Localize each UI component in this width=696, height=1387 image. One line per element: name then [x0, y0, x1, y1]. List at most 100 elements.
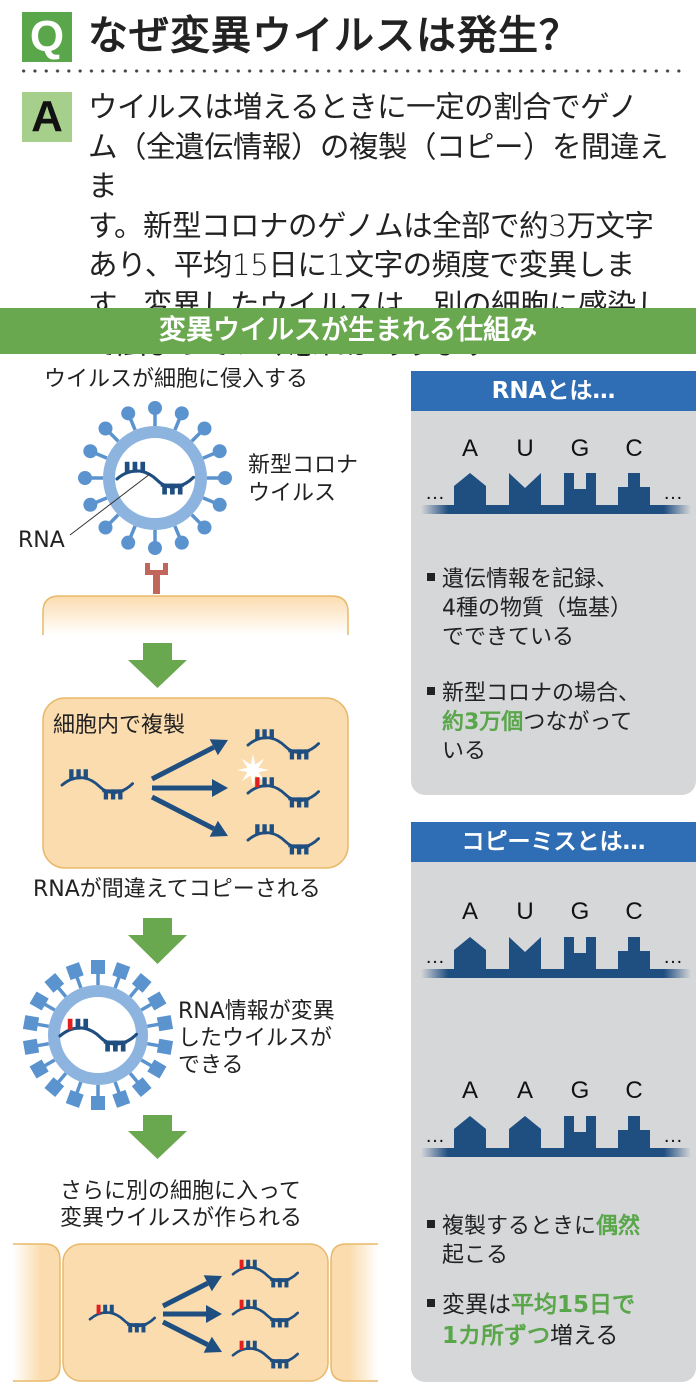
mutant-label-line1: RNA情報が変異 — [178, 999, 335, 1024]
spike-head — [148, 401, 162, 415]
rna-strand-icon — [88, 1304, 157, 1333]
spike-head — [44, 973, 65, 993]
spike-head — [98, 520, 113, 535]
rna-strand-icon — [60, 769, 134, 800]
down-arrow-icon — [128, 643, 187, 688]
spike-stem — [113, 975, 122, 989]
spike-stem — [56, 1072, 68, 1085]
down-arrow-icon — [128, 1115, 187, 1159]
base-A-shape — [509, 1116, 541, 1149]
rna-strand-after: …… — [421, 1116, 691, 1157]
virus-label-line1: 新型コロナ — [248, 453, 359, 478]
rna-panel: RNAとは… A U G C …… 遺伝情報を記録、 4種の物質（塩基） ででき… — [411, 371, 696, 795]
base-C-shape — [618, 1116, 650, 1149]
base-U-shape — [509, 473, 541, 506]
spike-head — [212, 497, 227, 512]
base-letter: G — [570, 1077, 590, 1104]
spike-stem — [140, 1001, 154, 1012]
rna-bullet-2: 新型コロナの場合、 約3万個つながって いる — [427, 679, 640, 766]
arrow-head — [212, 779, 228, 797]
spike-stem — [42, 1058, 56, 1069]
rna-strand-icon — [246, 729, 320, 760]
rna-strand-icon — [231, 1259, 300, 1288]
rna-strand-graphic: …… — [421, 473, 691, 514]
base-C-shape — [618, 473, 650, 506]
arrow-head — [203, 1275, 222, 1292]
spike-stem — [74, 1081, 83, 1095]
bullet-text: 新型コロナの場合、 — [442, 681, 641, 706]
spike-head — [174, 406, 189, 421]
right-cell — [331, 1244, 378, 1381]
spike-stem — [35, 1022, 50, 1029]
spike-head — [65, 962, 84, 981]
base-A-shape — [454, 937, 486, 970]
bullet-square-icon — [427, 687, 435, 695]
rna-strand-icon — [115, 461, 195, 495]
copy-bullet-2: 変異は平均15日で 1カ所ずつ増える — [427, 1290, 635, 1352]
highlight-text: 平均15日で — [511, 1292, 636, 1318]
step4-label-line2: 変異ウイルスが作られる — [60, 1206, 303, 1231]
spike-head — [112, 962, 131, 981]
spike-head — [197, 520, 212, 535]
spike-stem — [190, 513, 203, 526]
spike-head — [112, 1089, 131, 1108]
spike-stem — [140, 1058, 154, 1069]
base-G-shape — [564, 473, 596, 506]
spike-head — [78, 471, 92, 485]
spike-head — [147, 1059, 167, 1079]
arrow-shaft — [161, 1281, 209, 1309]
spike-head — [98, 421, 113, 436]
spike-head — [44, 1077, 65, 1097]
spike-head — [22, 1038, 40, 1055]
base-G-shape — [564, 937, 596, 970]
base-letter: G — [570, 435, 590, 462]
dotted-divider — [18, 68, 682, 74]
bullet-square-icon — [427, 573, 435, 581]
rna-strand-icon — [231, 1340, 300, 1369]
ellipsis-right: … — [663, 1125, 683, 1147]
replication-label: 細胞内で複製 — [53, 713, 186, 738]
spike-stem — [173, 417, 182, 431]
rna-strand-icon — [58, 1018, 138, 1052]
left-cell — [13, 1244, 60, 1381]
spike-stem — [42, 1001, 56, 1012]
spike-head — [121, 535, 136, 550]
bullet-text: 起こる — [442, 1243, 509, 1268]
ellipsis-left: … — [425, 946, 445, 968]
spike-head — [212, 444, 227, 459]
spike-stem — [146, 1022, 161, 1029]
strand-backbone — [421, 969, 691, 978]
virus-body — [22, 960, 174, 1110]
step2-label: RNAが間違えてコピーされる — [33, 877, 321, 902]
question-badge: Q — [22, 12, 72, 62]
base-letter: C — [625, 898, 643, 925]
spike-stem — [94, 496, 108, 505]
rna-label: RNA — [18, 528, 65, 553]
bullet-text: 変異は — [442, 1292, 511, 1318]
spike-stem — [56, 985, 68, 998]
rna-strand-icon — [246, 824, 320, 855]
spike-stem — [128, 417, 137, 431]
bullet-text: 増える — [550, 1323, 619, 1349]
strand-backbone — [421, 1148, 691, 1157]
arrow-head — [209, 820, 228, 837]
strand-backbone — [421, 505, 691, 514]
arrow-shaft — [150, 745, 215, 782]
base-letter: A — [461, 435, 478, 462]
spike-head — [83, 497, 98, 512]
spike-head — [91, 960, 105, 974]
bullet-text: 4種の物質（塩基） — [442, 596, 632, 621]
spike-stem — [146, 1041, 161, 1048]
arrow-shaft — [161, 1319, 209, 1347]
answer-line: あり、平均15日に1文字の頻度で変異しま — [88, 248, 635, 282]
bullet-square-icon — [427, 1298, 435, 1307]
highlight-text: 1カ所ずつ — [442, 1323, 551, 1349]
spike-head — [29, 991, 49, 1011]
copy-miss-panel: コピーミスとは… A U G C …… A A G C …… 複製するときに偶然… — [411, 822, 696, 1382]
answer-line: ム（全遺伝情報）の複製（コピー）を間違えま — [88, 129, 669, 204]
highlight-text: 約3万個 — [442, 710, 524, 735]
ellipsis-left: … — [425, 1125, 445, 1147]
